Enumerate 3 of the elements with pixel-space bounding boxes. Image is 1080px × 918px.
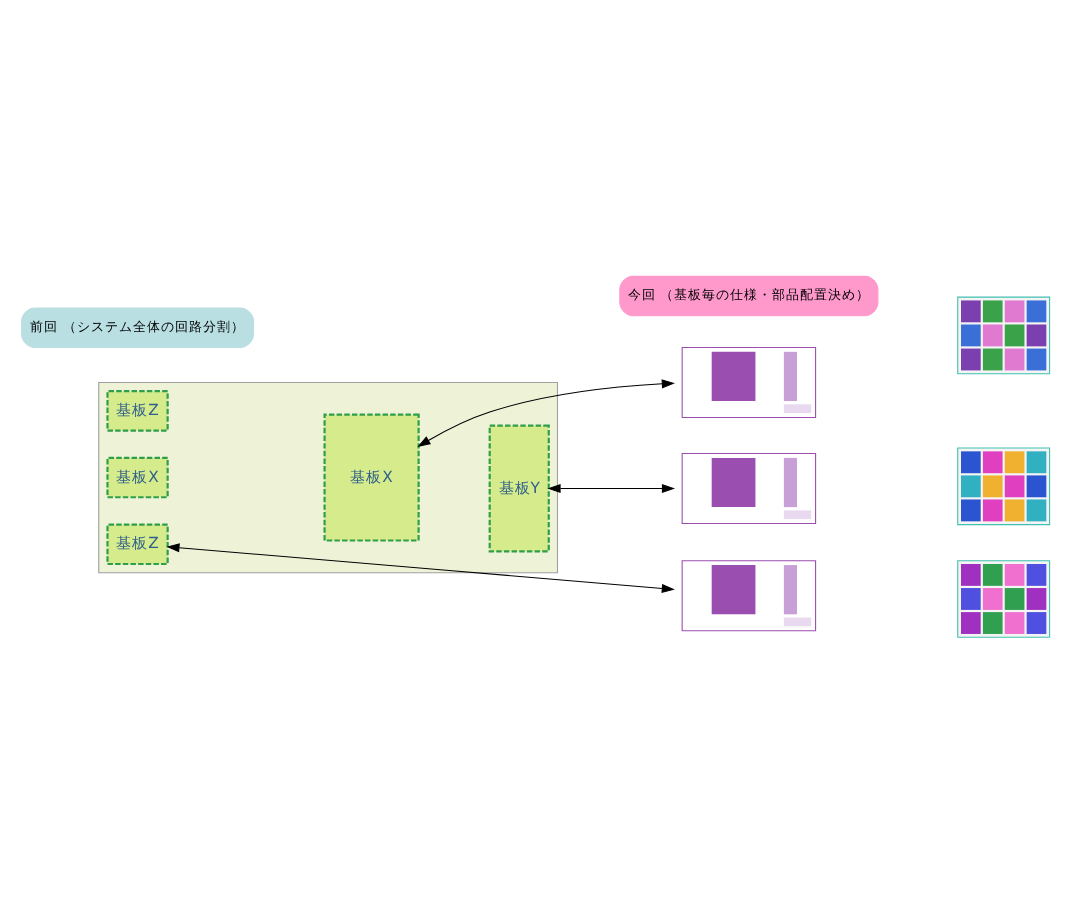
arrow xyxy=(166,543,675,594)
arrow xyxy=(547,483,675,494)
arrow xyxy=(417,379,675,447)
